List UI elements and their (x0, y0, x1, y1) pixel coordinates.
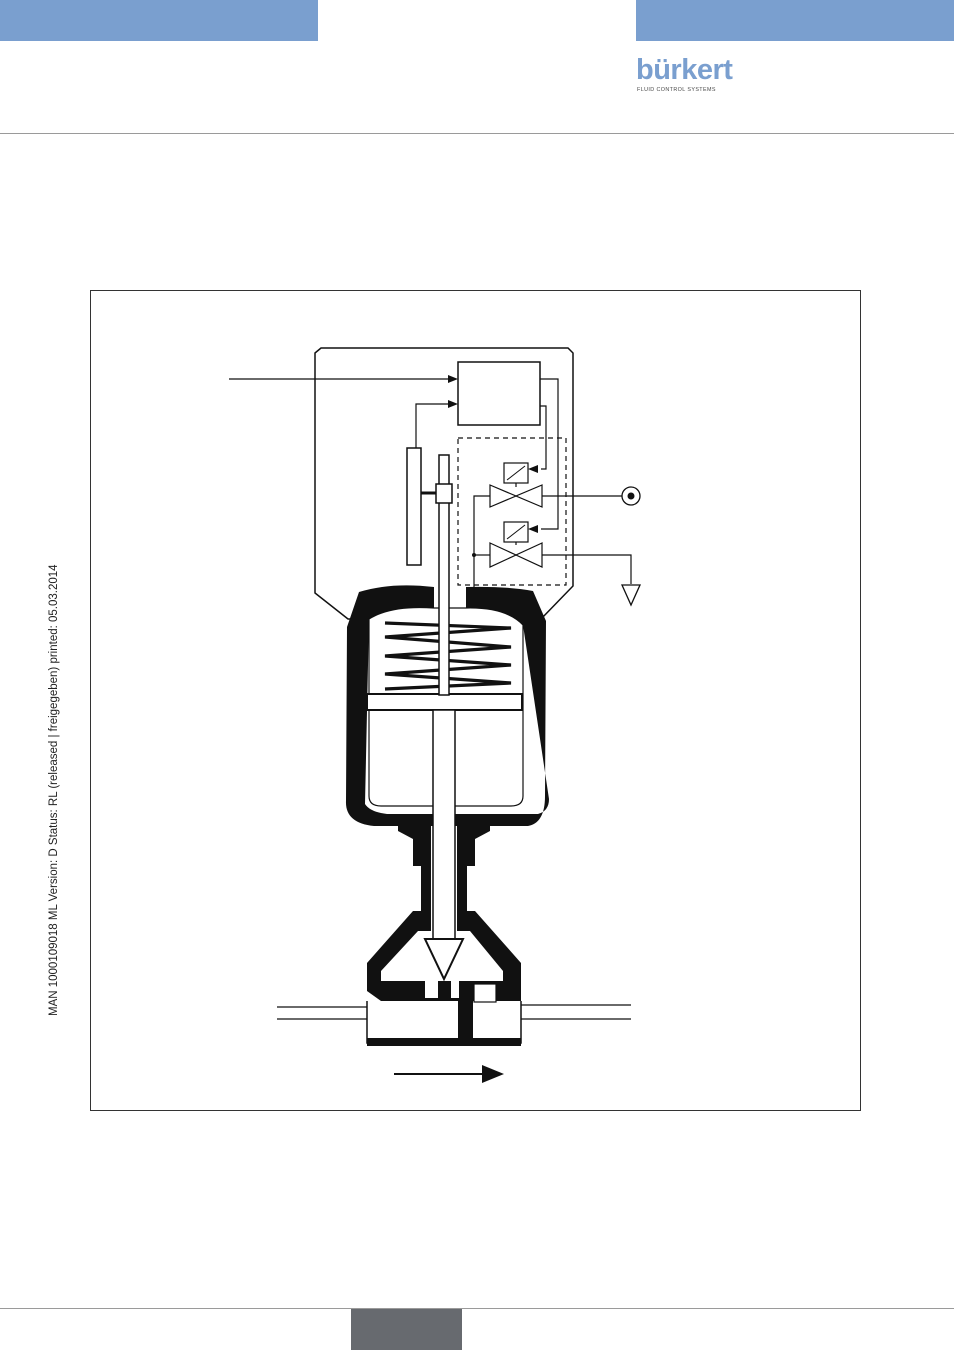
header-rule (0, 133, 954, 134)
header-bar-right (636, 0, 954, 41)
exhaust-symbol (622, 585, 640, 605)
valve-diagram-frame (90, 290, 861, 1111)
document-status-note: MAN 1000109018 ML Version: D Status: RL … (48, 564, 60, 1016)
brand-logo: bürkert FLUID CONTROL SYSTEMS (636, 54, 736, 98)
valve-plug-arrow (425, 939, 463, 979)
flow-direction-arrow (482, 1065, 504, 1083)
page-number-tab (351, 1309, 462, 1350)
control-unit-box (458, 362, 540, 425)
input-arrow-icon (448, 375, 458, 383)
header-bar-left (0, 0, 318, 41)
position-sensor (407, 448, 421, 565)
footer-rule (0, 1308, 954, 1309)
valve-actuator-diagram (91, 291, 862, 1112)
brand-name: bürkert (636, 54, 732, 86)
brand-tagline: FLUID CONTROL SYSTEMS (637, 87, 716, 93)
piston-plate (367, 694, 522, 710)
